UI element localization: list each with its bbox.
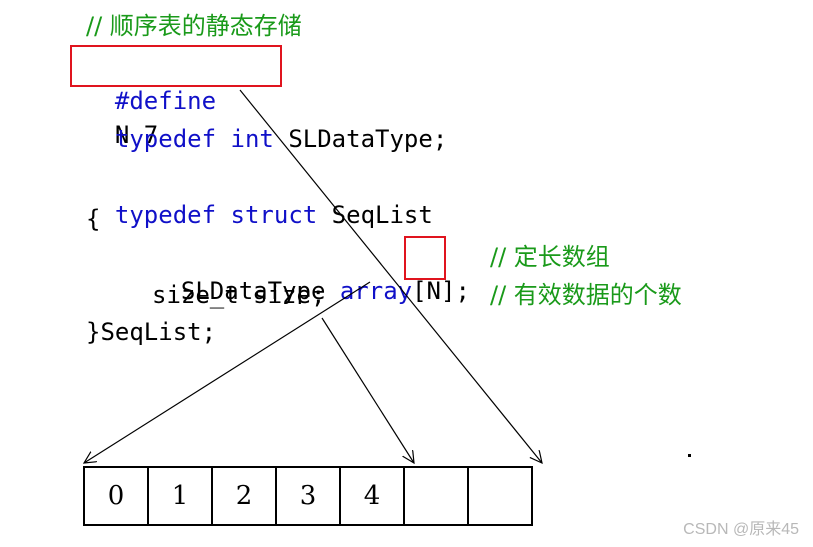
- array-cell-4: 4: [339, 466, 405, 526]
- define-keyword: #define: [114, 87, 217, 115]
- arrow-array-to-start: [84, 281, 371, 463]
- code-comment-title: // 顺序表的静态存储: [86, 12, 302, 40]
- close-seqlist: }SeqList;: [86, 318, 217, 346]
- typedef-int-line: typedef int SLDataType;: [86, 88, 447, 153]
- define-line: #define N 7: [86, 50, 216, 149]
- member-array-name: array: [339, 277, 413, 305]
- member-array-index: [N]: [412, 277, 456, 305]
- typedef-struct-line: typedef struct SeqList: [86, 164, 433, 229]
- array-cell-3: 3: [275, 466, 341, 526]
- member-size-comment: // 有效数据的个数: [490, 281, 682, 309]
- open-brace: {: [86, 205, 101, 233]
- struct-keyword: struct: [230, 201, 318, 229]
- array-cells: 0 1 2 3 4: [83, 466, 533, 526]
- watermark: CSDN @原来45: [683, 521, 799, 538]
- typedef-keyword: typedef: [114, 125, 217, 153]
- array-cell-0: 0: [83, 466, 149, 526]
- stray-dot: [688, 454, 691, 457]
- member-size-line: size_t size;: [152, 281, 326, 309]
- member-array-line: SLDataType array[N];: [152, 240, 470, 305]
- typedef-keyword-2: typedef: [114, 201, 217, 229]
- array-cell-1: 1: [147, 466, 213, 526]
- define-name: N 7: [114, 121, 159, 149]
- member-array-comment: // 定长数组: [490, 243, 610, 271]
- array-cell-2: 2: [211, 466, 277, 526]
- array-cell-6: [467, 466, 533, 526]
- member-array-type: SLDataType: [180, 277, 326, 305]
- member-array-semicolon: ;: [455, 277, 470, 305]
- arrow-define-to-capacity: [239, 89, 542, 463]
- array-cell-5: [403, 466, 469, 526]
- arrow-size-to-end: [321, 317, 414, 463]
- sldatatype-decl: SLDataType;: [288, 125, 448, 153]
- int-keyword: int: [230, 125, 274, 153]
- index-highlight-box: [404, 236, 446, 280]
- define-highlight-box: [70, 45, 282, 87]
